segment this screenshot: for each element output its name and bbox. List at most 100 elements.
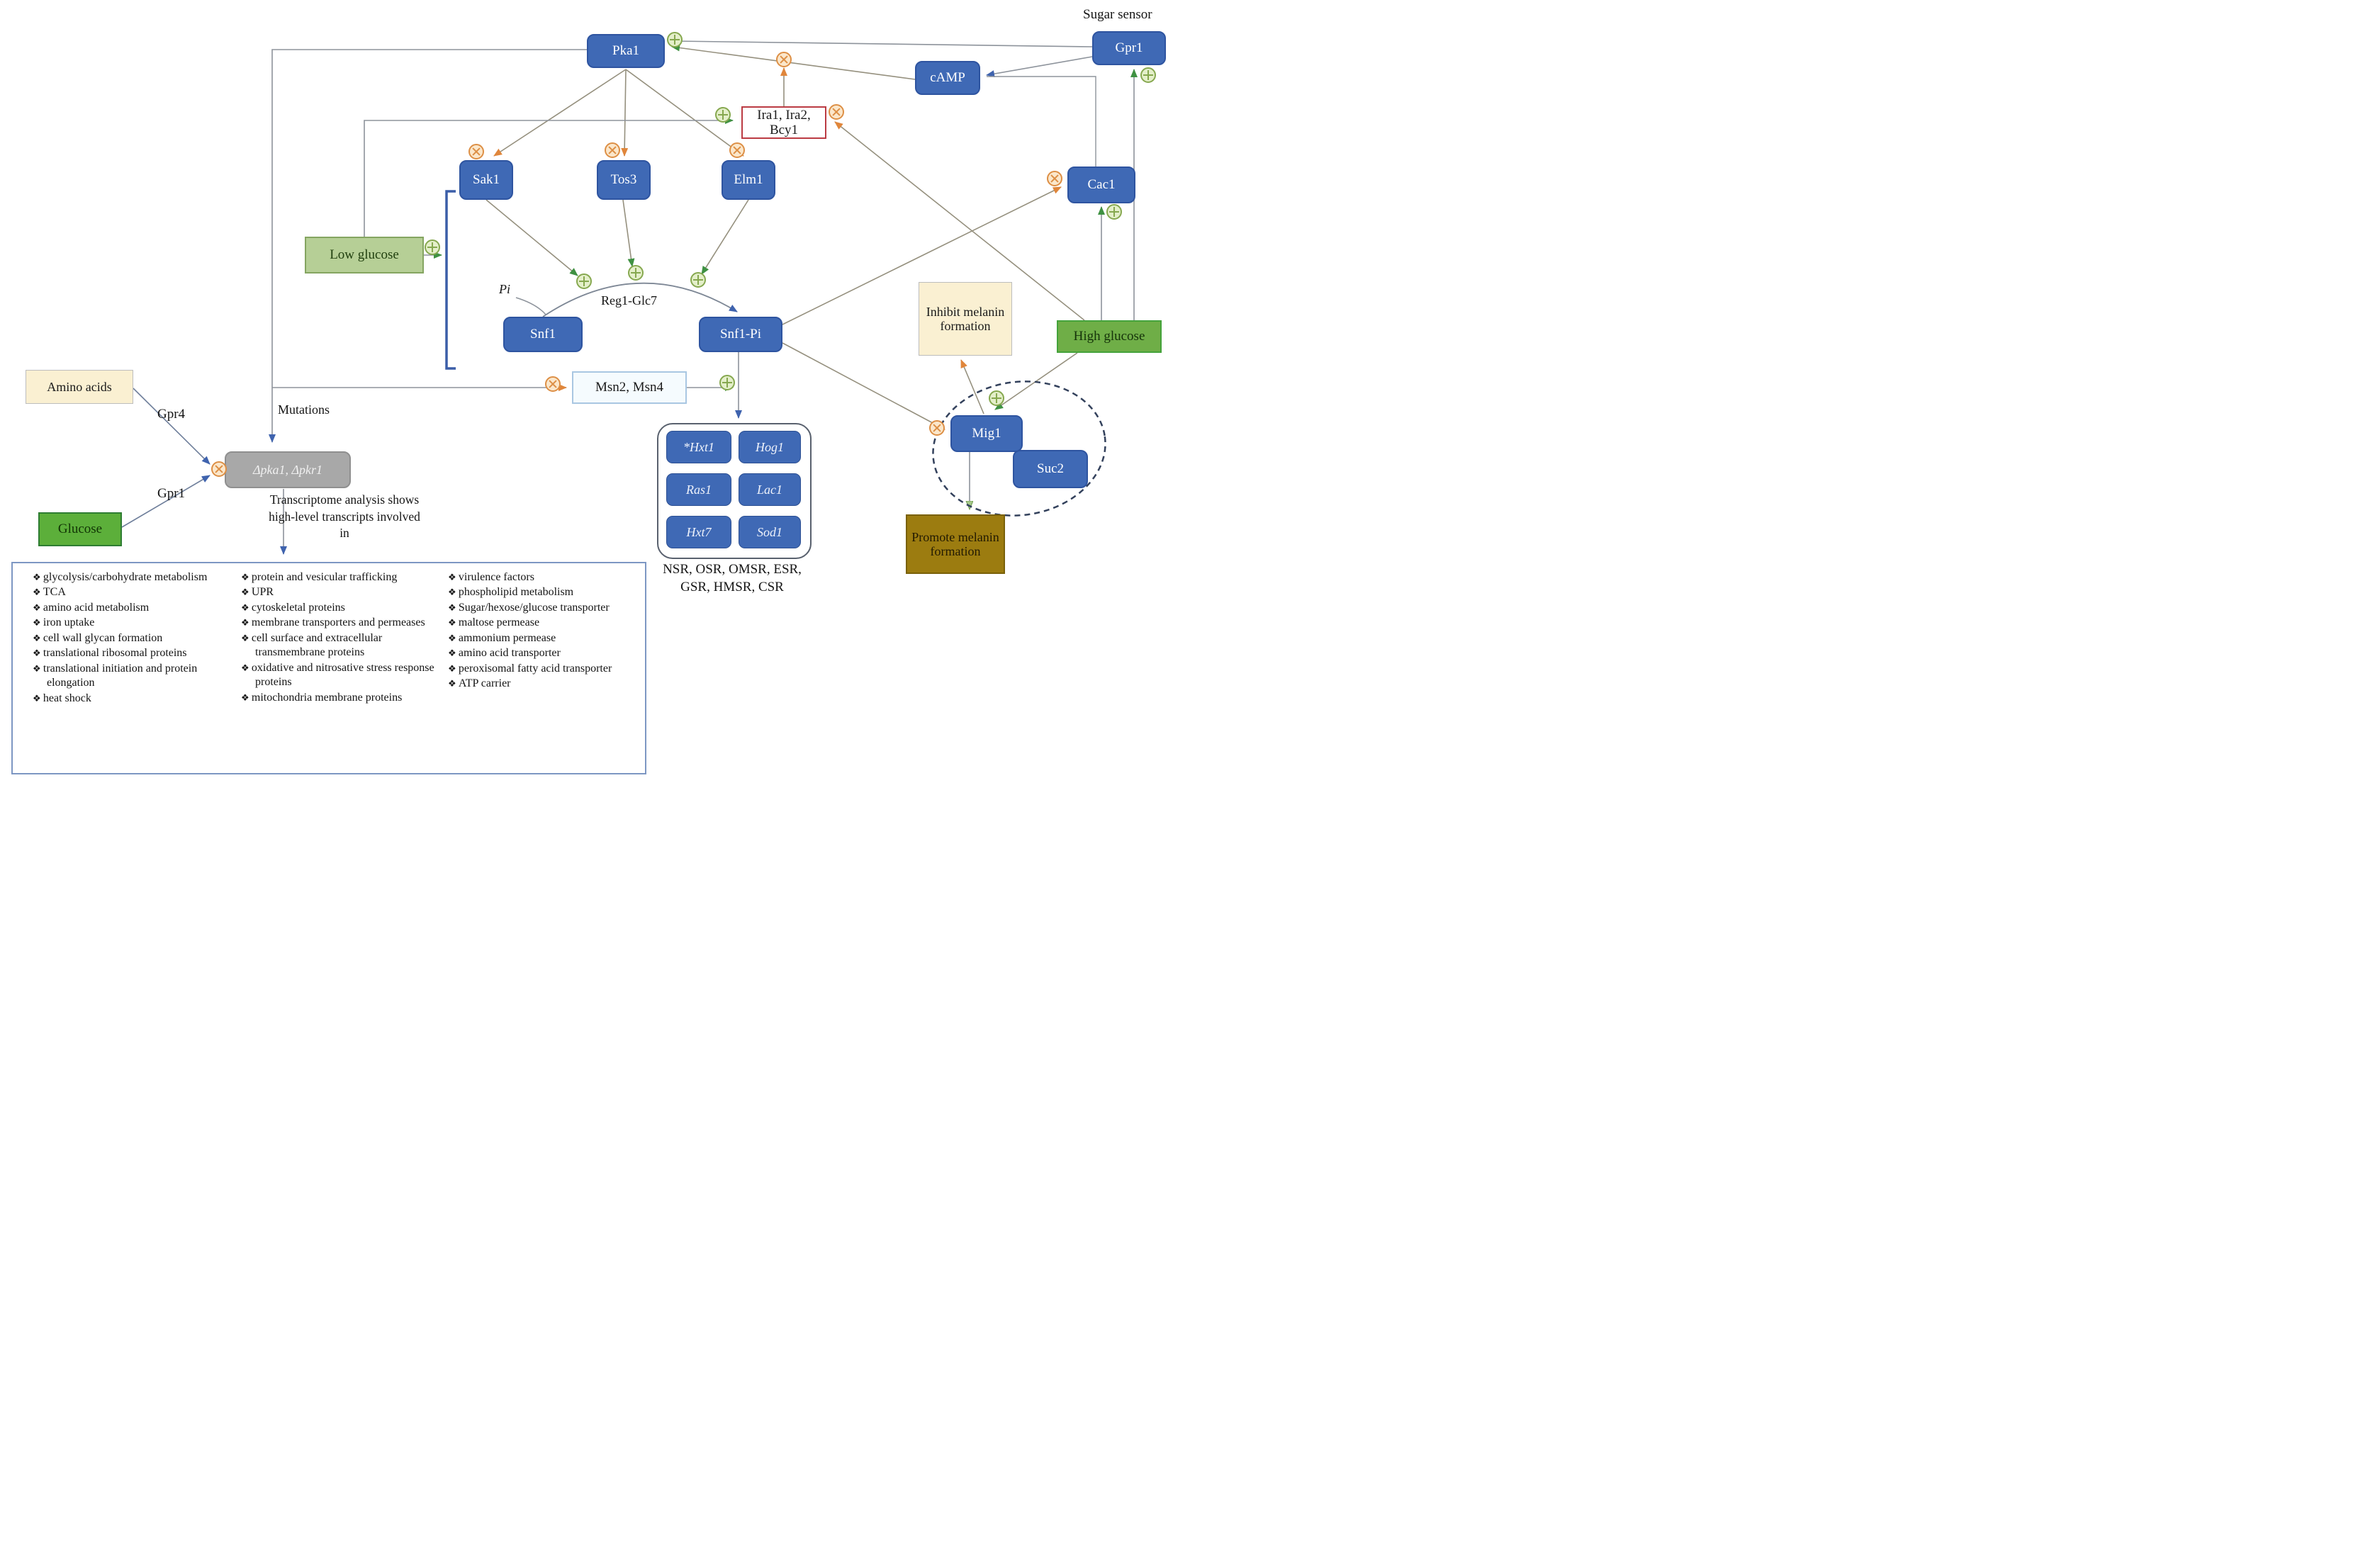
reg1-glc7-label: Reg1-Glc7 <box>601 293 657 308</box>
node-snf1-pi-label: Snf1-Pi <box>719 327 762 342</box>
edge-gpr1-pka1 <box>674 40 1093 47</box>
transcript-list-box: glycolysis/carbohydrate metabolism TCA a… <box>11 562 646 774</box>
inhibition-symbol-sak1 <box>468 144 484 159</box>
node-glucose-label: Glucose <box>57 521 103 537</box>
node-snf1-label: Snf1 <box>530 327 556 342</box>
activation-symbol-mig1 <box>989 390 1004 406</box>
list-item: amino acid transporter <box>448 646 635 660</box>
node-gpr1: Gpr1 <box>1092 31 1166 65</box>
node-msn2-msn4: Msn2, Msn4 <box>572 371 687 404</box>
edge-pka1-sak1 <box>493 69 627 157</box>
edge-aminoacids-mutant <box>133 388 211 465</box>
inhibition-symbol-tos3 <box>605 142 620 158</box>
node-inhibit-melanin-label: Inhibit melanin formation <box>926 304 1005 333</box>
list-item: iron uptake <box>33 616 230 630</box>
list-item: amino acid metabolism <box>33 601 230 615</box>
list-item: ATP carrier <box>448 677 635 691</box>
node-tos3-label: Tos3 <box>610 172 637 188</box>
node-promote-melanin-label: Promote melanin formation <box>911 529 999 558</box>
activation-symbol-arc-sak1 <box>576 273 592 289</box>
pi-label: Pi <box>499 282 510 296</box>
node-mig1-label: Mig1 <box>972 426 1001 441</box>
node-mutant-label: Δpka1, Δpkr1 <box>252 462 323 477</box>
inhibition-symbol-camp-pka1 <box>776 52 792 67</box>
node-ira-label: Ira1, Ira2, Bcy1 <box>757 107 811 137</box>
list-item: phospholipid metabolism <box>448 585 635 599</box>
edge-lowglucose-ira <box>364 117 734 237</box>
list-item: heat shock <box>33 692 230 706</box>
edge-elm1-arc <box>701 199 749 275</box>
gene-sod1-label: Sod1 <box>757 524 782 539</box>
list-item: oxidative and nitrosative stress respons… <box>241 661 438 690</box>
inhibition-symbol-cac1 <box>1047 171 1062 186</box>
transcriptome-note: Transcriptome analysis shows high-level … <box>269 492 420 541</box>
mig1-suc2-ellipse <box>932 380 1106 517</box>
edge-pka1-mutant <box>269 49 587 443</box>
pathway-diagram: Pka1 Gpr1 cAMP Sak1 Tos3 Elm1 Snf1 Snf1-… <box>0 0 1182 784</box>
inhibition-symbol-elm1 <box>729 142 745 158</box>
node-low-glucose: Low glucose <box>305 237 424 273</box>
inhibition-symbol-mig1 <box>929 420 945 436</box>
edge-gpr1-camp <box>986 56 1093 78</box>
inhibition-symbol-ira-right <box>829 104 844 120</box>
list-item: protein and vesicular trafficking <box>241 570 438 585</box>
activation-symbol-gpr1 <box>1140 67 1156 83</box>
edge-snf1pi-mig1 <box>782 342 945 430</box>
node-high-glucose-label: High glucose <box>1073 329 1145 344</box>
node-mutant-strains: Δpka1, Δpkr1 <box>225 451 351 488</box>
node-glucose: Glucose <box>38 512 122 546</box>
node-cac1-label: Cac1 <box>1087 177 1116 193</box>
gene-hog1-label: Hog1 <box>756 439 784 454</box>
list-item: membrane transporters and permeases <box>241 616 438 630</box>
activation-symbol-cac1 <box>1106 204 1122 220</box>
kinase-bracket <box>445 190 456 370</box>
node-cac1: Cac1 <box>1067 167 1135 203</box>
node-sak1: Sak1 <box>459 160 513 200</box>
edge-pi-arc <box>515 297 546 315</box>
edge-tos3-arc <box>622 199 635 267</box>
stress-response-label: NSR, OSR, OMSR, ESR, GSR, HMSR, CSR <box>663 562 802 594</box>
gene-lac1: Lac1 <box>739 473 801 506</box>
gene-lac1-label: Lac1 <box>757 482 782 497</box>
list-item: Sugar/hexose/glucose transporter <box>448 601 635 615</box>
node-amino-acids-label: Amino acids <box>47 379 112 394</box>
node-tos3: Tos3 <box>597 160 651 200</box>
edge-snf1-snf1pi-arc <box>542 282 738 317</box>
node-camp-label: cAMP <box>930 70 965 86</box>
inhibition-symbol-msn <box>545 376 561 392</box>
node-low-glucose-label: Low glucose <box>330 247 399 263</box>
activation-symbol-pka1 <box>667 32 683 47</box>
edge-sak1-arc <box>485 199 578 276</box>
activation-symbol-arc-elm1 <box>690 272 706 288</box>
node-suc2: Suc2 <box>1013 450 1088 488</box>
node-camp: cAMP <box>915 61 980 95</box>
list-item: virulence factors <box>448 570 635 585</box>
mutations-label: Mutations <box>278 402 330 417</box>
gene-hxt7: Hxt7 <box>666 516 731 548</box>
node-gpr1-label: Gpr1 <box>1115 40 1143 56</box>
list-item: UPR <box>241 585 438 599</box>
edge-mig1-inhibit-melanin <box>960 359 984 414</box>
edges-layer <box>121 40 1138 555</box>
gene-ras1: Ras1 <box>666 473 731 506</box>
list-item: mitochondria membrane proteins <box>241 691 438 705</box>
gpr4-edge-label: Gpr4 <box>157 407 186 422</box>
list-item: cell wall glycan formation <box>33 631 230 645</box>
gene-sod1: Sod1 <box>739 516 801 548</box>
edge-camp-pka1 <box>671 44 916 80</box>
node-amino-acids: Amino acids <box>26 370 133 404</box>
node-sak1-label: Sak1 <box>473 172 500 188</box>
edge-cac1-camp-routing <box>987 76 1096 167</box>
list-item: peroxisomal fatty acid transporter <box>448 662 635 676</box>
list-item: ammonium permease <box>448 631 635 645</box>
node-msn-label: Msn2, Msn4 <box>595 380 664 395</box>
node-pka1: Pka1 <box>587 34 665 68</box>
transcript-list-col3: virulence factors phospholipid metabolis… <box>448 570 635 692</box>
activation-symbol-genes <box>719 375 735 390</box>
gene-hog1: Hog1 <box>739 431 801 463</box>
edge-pka1-tos3 <box>621 69 629 157</box>
edge-snf1pi-cac1 <box>782 186 1062 325</box>
list-item: cytoskeletal proteins <box>241 601 438 615</box>
gene-hxt1-label: *Hxt1 <box>683 439 714 454</box>
list-item: translational initiation and protein elo… <box>33 662 230 691</box>
